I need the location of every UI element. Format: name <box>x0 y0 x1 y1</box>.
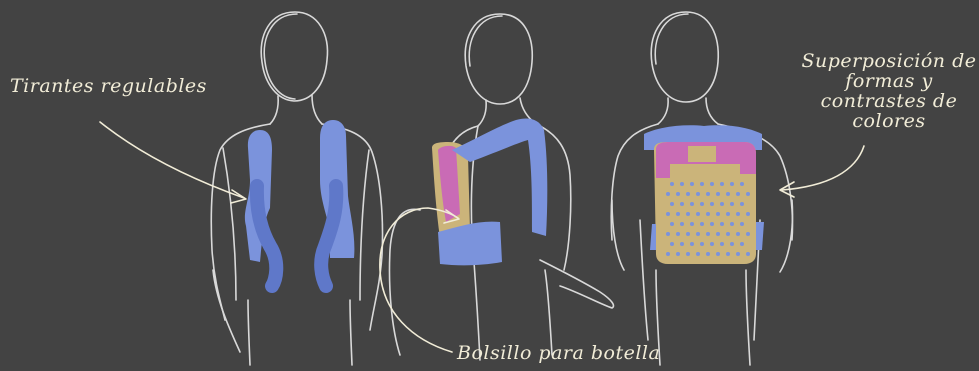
label-line: contrastes de <box>800 91 978 111</box>
arrow-straps <box>100 122 244 198</box>
label-adjustable-straps: Tirantes regulables <box>10 76 207 96</box>
label-line: Superposición de <box>800 51 978 71</box>
label-line: colores <box>800 111 978 131</box>
label-bottle-pocket: Bolsillo para botella <box>457 343 660 363</box>
label-line: formas y <box>800 71 978 91</box>
label-shape-overlay: Superposición de formas y contrastes de … <box>800 51 978 131</box>
arrow-overlay <box>782 146 864 190</box>
figure-back-straps <box>211 12 382 365</box>
pocket-backpack <box>432 118 547 265</box>
figure-side-pocket <box>389 14 613 360</box>
straps-adjustable <box>245 120 355 286</box>
backpack-full <box>644 125 764 264</box>
